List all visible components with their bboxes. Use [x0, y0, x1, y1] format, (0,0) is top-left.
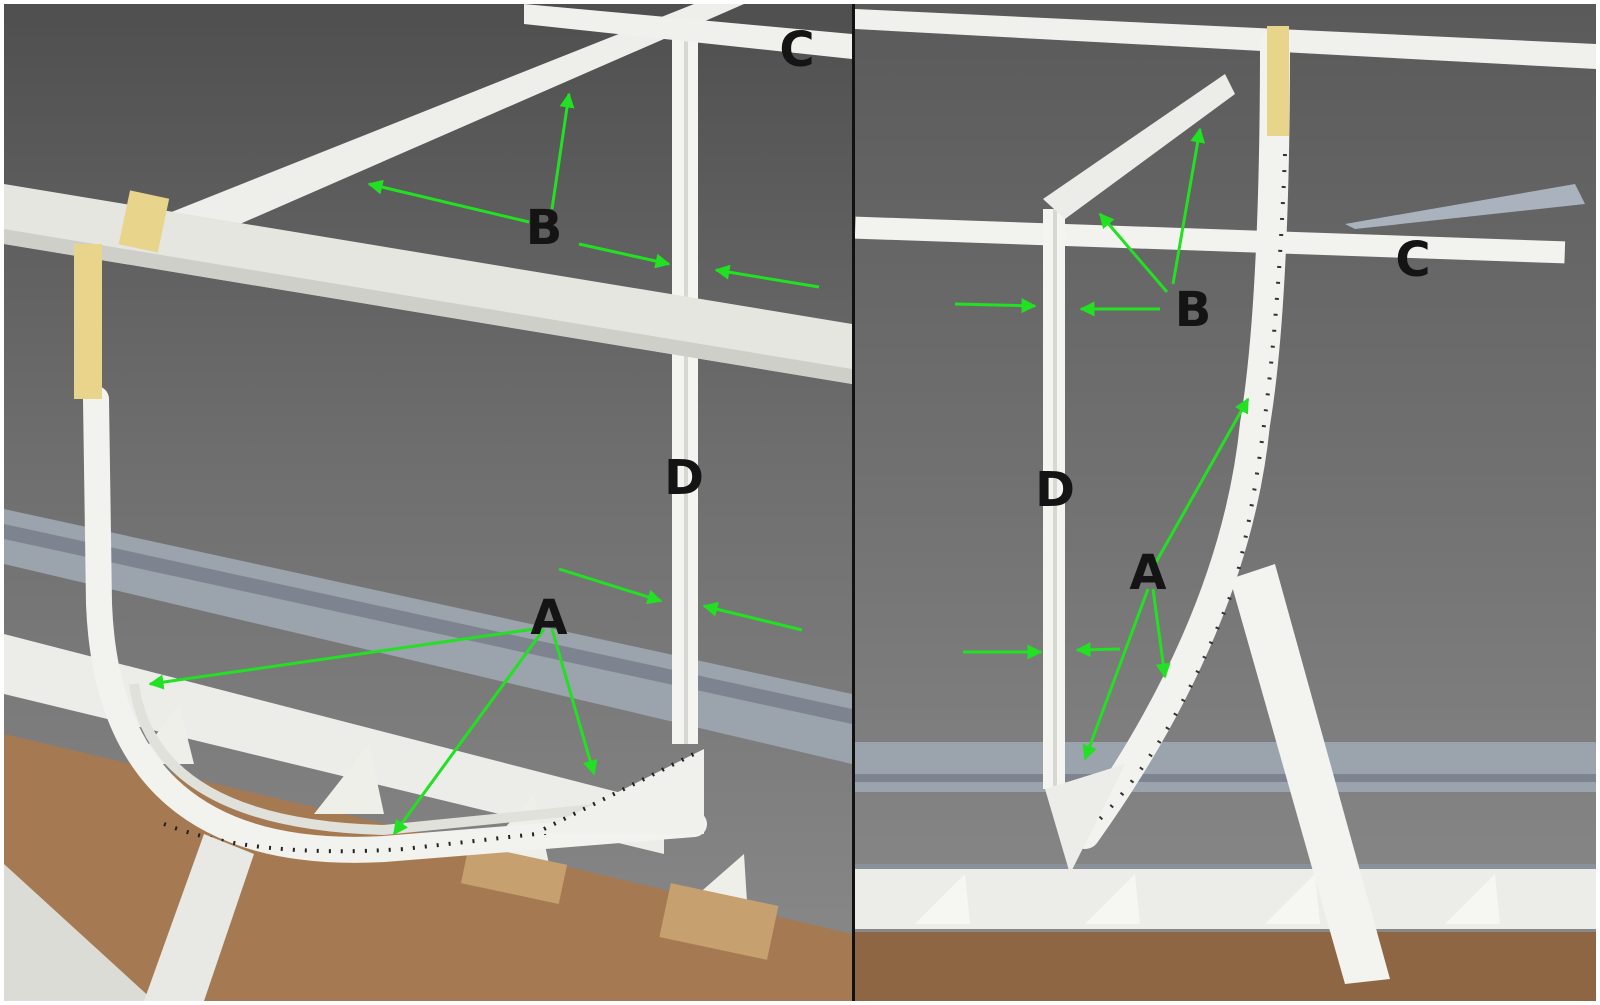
bottom-plate — [4, 634, 664, 854]
grey-bracket — [1345, 184, 1585, 229]
angled-top-member — [1043, 74, 1235, 219]
curved-frame — [1070, 29, 1290, 849]
rivet-holes — [1093, 153, 1287, 826]
cross-beam-c — [855, 216, 1566, 264]
diagonal-top-beam — [154, 4, 744, 244]
plan-paper — [4, 864, 154, 1001]
label-d: D — [1035, 462, 1075, 518]
wood-pad — [460, 844, 568, 904]
top-beam — [855, 9, 1596, 69]
label-b: B — [526, 200, 563, 256]
diagonal-strut — [144, 834, 254, 1001]
main-longitudinal-beam-shadow — [4, 229, 852, 384]
label-b: B — [1175, 282, 1212, 338]
photo-left-canvas: B C D A — [4, 4, 852, 1001]
label-c: C — [779, 22, 814, 78]
wood-pad — [659, 883, 779, 960]
vertical-post-edge — [684, 14, 688, 744]
photo-right: B C D A — [855, 4, 1596, 1001]
annotation-arrows — [148, 92, 820, 836]
image-frame: B C D A — [4, 4, 1596, 1001]
top-beam-c — [524, 4, 852, 59]
label-c: C — [1395, 232, 1430, 288]
label-a: A — [1129, 545, 1166, 601]
grey-beam — [855, 742, 1596, 792]
gusset — [1085, 874, 1140, 924]
gusset — [915, 874, 970, 924]
curved-frame — [83, 386, 707, 863]
photo-right-canvas: B C D A — [855, 4, 1596, 1001]
grey-beam-shadow — [4, 524, 852, 724]
curved-frame-flange — [129, 683, 695, 836]
corner-gusset — [1045, 764, 1125, 874]
gusset — [1265, 874, 1320, 924]
annotation-arrows — [954, 127, 1250, 761]
wooden-base — [855, 932, 1596, 1001]
tape — [74, 244, 102, 399]
tape — [1267, 26, 1289, 136]
diagonal-strut — [1230, 564, 1390, 984]
panel-divider — [852, 4, 855, 1001]
label-a: A — [530, 590, 567, 646]
grey-beam-shadow — [855, 774, 1596, 782]
label-d: D — [664, 450, 704, 506]
background — [855, 4, 1596, 1001]
photo-left: B C D A — [4, 4, 852, 1001]
corner-gusset — [534, 749, 704, 834]
vertical-post-edge — [1053, 209, 1057, 789]
gusset — [314, 744, 384, 814]
tape — [118, 190, 170, 253]
gusset — [1445, 874, 1500, 924]
